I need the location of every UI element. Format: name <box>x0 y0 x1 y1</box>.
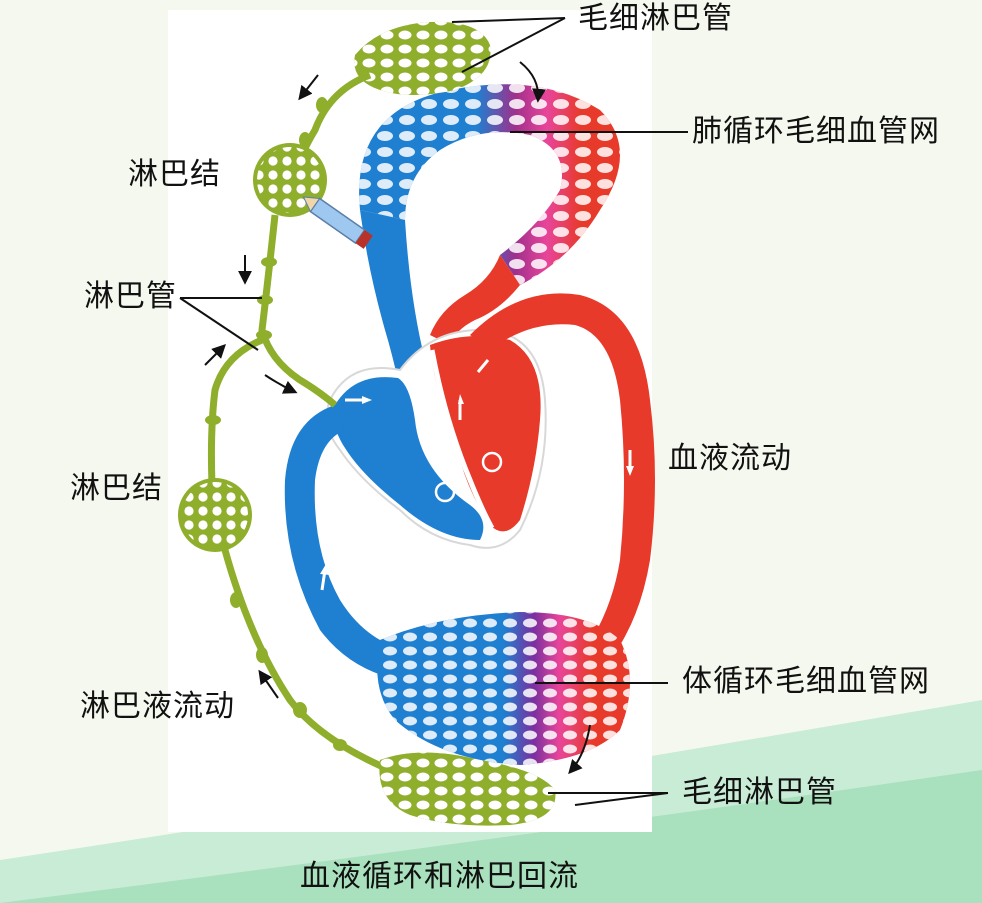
label-lymph-node-upper: 淋巴结 <box>128 157 221 192</box>
label-blood-flow: 血液流动 <box>668 441 792 476</box>
label-lymph-capillary-top: 毛细淋巴管 <box>578 1 733 36</box>
label-lymph-vessel: 淋巴管 <box>84 279 177 314</box>
pulmonary-vein <box>430 255 520 345</box>
figure-caption: 血液循环和淋巴回流 <box>300 859 579 894</box>
heart <box>325 328 547 549</box>
aorta <box>470 293 655 660</box>
label-lymph-capillary-bottom: 毛细淋巴管 <box>682 775 837 810</box>
lymphatic-system <box>178 21 556 826</box>
leader-lines <box>179 17 688 806</box>
flow-arrows <box>204 61 591 775</box>
label-pulmonary-capillary-net: 肺循环毛细血管网 <box>692 114 940 149</box>
pencil-icon <box>302 196 373 249</box>
systemic-capillary-network <box>377 612 630 765</box>
vena-cava <box>284 405 405 680</box>
pulmonary-capillary-network <box>359 84 620 285</box>
label-lymph-fluid-flow: 淋巴液流动 <box>80 689 235 724</box>
label-systemic-capillary-net: 体循环毛细血管网 <box>682 664 930 699</box>
label-lymph-node-lower: 淋巴结 <box>70 471 163 506</box>
